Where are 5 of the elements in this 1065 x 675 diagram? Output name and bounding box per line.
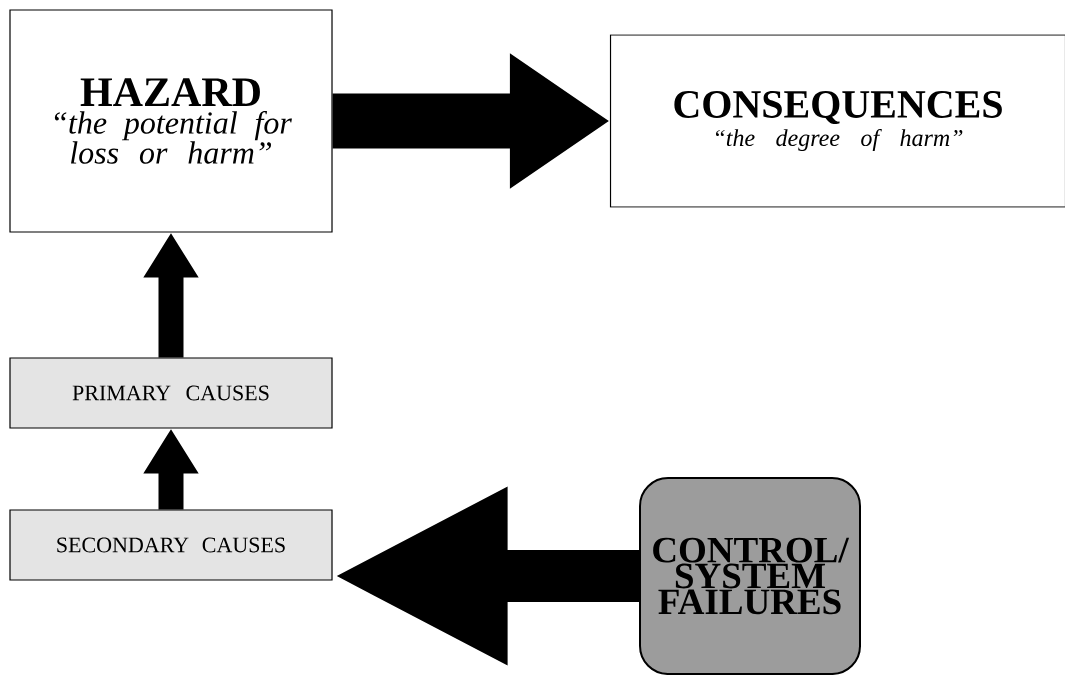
cause-box: PRIMARY CAUSES [9, 357, 333, 429]
hazard-box: HAZARD “the potential for loss or harm” [9, 9, 333, 233]
cause-box: SECONDARY CAUSES [9, 509, 333, 581]
failure-box: CONTROL/ SYSTEM FAILURES [639, 477, 861, 675]
consequences-box: CONSEQUENCES “the degree of harm” [609, 34, 1065, 208]
